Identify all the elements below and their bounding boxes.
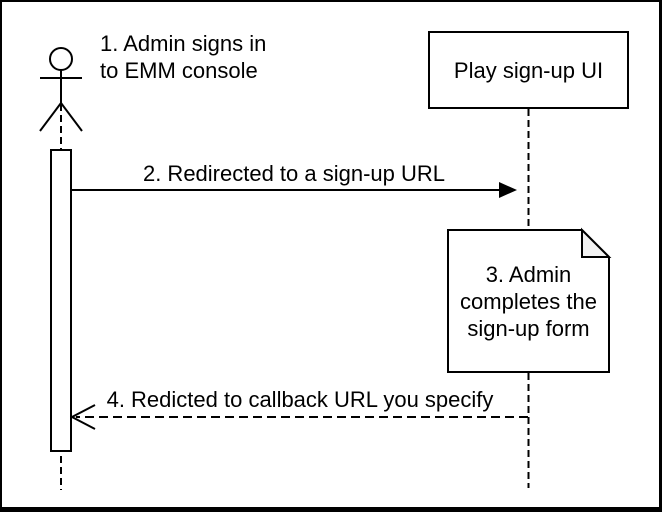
actor-head [49,47,73,71]
note-shape [447,227,612,373]
actor-label-line-2: to EMM console [100,58,258,83]
actor-label: 1. Admin signs in to EMM console [100,30,266,84]
activation-bar [50,149,72,452]
note-label-line-2: completes the [460,288,597,314]
participant-box: Play sign-up UI [428,31,629,109]
message-2-label: 2. Redirected to a sign-up URL [142,161,446,186]
message-2-arrowhead-icon [499,182,517,198]
actor-right-leg [60,102,83,132]
note-label-line-3: sign-up form [467,315,590,341]
note-fold-corner-icon [581,227,612,258]
note-label-line-1: 3. Admin [485,261,572,287]
actor-left-leg [39,102,62,132]
participant-label: Play sign-up UI [453,57,604,83]
message-2-arrow [71,182,517,198]
message-4-label: 4. Redicted to callback URL you specify [106,387,494,412]
actor-label-line-1: 1. Admin signs in [100,31,267,56]
message-4-open-arrowhead-icon [69,404,96,430]
note-body [447,229,610,373]
actor-figure [39,47,83,132]
message-4-arrow [69,404,528,430]
note-label: 3. Admin completes the sign-up form [450,232,607,370]
